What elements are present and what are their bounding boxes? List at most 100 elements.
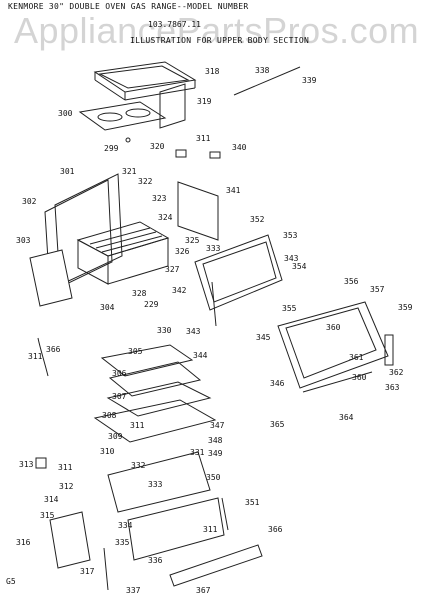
callout-303: 303 xyxy=(16,236,31,245)
callout-357: 357 xyxy=(370,285,385,294)
callout-360: 360 xyxy=(326,323,341,332)
part-317-leg xyxy=(103,547,109,591)
callout-345: 345 xyxy=(256,333,271,342)
part-burner-tray xyxy=(78,101,167,131)
part-366-hinge xyxy=(37,337,49,377)
model-number: 103.7867.11 xyxy=(148,20,201,29)
callout-353: 353 xyxy=(283,231,298,240)
callout-339: 339 xyxy=(302,76,317,85)
callout-311: 311 xyxy=(58,463,73,472)
callout-366: 366 xyxy=(268,525,283,534)
diagram-title: KENMORE 30" DOUBLE OVEN GAS RANGE--MODEL… xyxy=(8,2,249,11)
callout-337: 337 xyxy=(126,586,141,595)
callout-309: 309 xyxy=(108,432,123,441)
part-320-bracket xyxy=(175,149,187,158)
callout-365: 365 xyxy=(270,420,285,429)
part-cooktop-frame xyxy=(93,61,197,101)
callout-340: 340 xyxy=(232,143,247,152)
part-367-rail xyxy=(169,544,263,587)
part-313-bracket xyxy=(35,457,47,469)
part-316-side-panel xyxy=(49,511,91,569)
part-broiler-assembly xyxy=(100,344,212,417)
callout-335: 335 xyxy=(115,538,130,547)
callout-367: 367 xyxy=(196,586,211,595)
part-363-rail xyxy=(302,371,373,393)
callout-310: 310 xyxy=(100,447,115,456)
callout-306: 306 xyxy=(112,369,127,378)
callout-318: 318 xyxy=(205,67,220,76)
callout-355: 355 xyxy=(282,304,297,313)
callout-362: 362 xyxy=(389,368,404,377)
callout-313: 313 xyxy=(19,460,34,469)
part-362-bracket xyxy=(384,334,394,366)
callout-343: 343 xyxy=(284,254,299,263)
callout-332: 332 xyxy=(131,461,146,470)
callout-301: 301 xyxy=(60,167,75,176)
callout-333: 333 xyxy=(148,480,163,489)
part-351-rod xyxy=(221,497,229,531)
callout-312: 312 xyxy=(59,482,74,491)
callout-352: 352 xyxy=(250,215,265,224)
callout-360: 360 xyxy=(352,373,367,382)
callout-330: 330 xyxy=(157,326,172,335)
part-back-panel xyxy=(177,181,219,241)
callout-304: 304 xyxy=(100,303,115,312)
callout-300: 300 xyxy=(58,109,73,118)
callout-350: 350 xyxy=(206,473,221,482)
callout-324: 324 xyxy=(158,213,173,222)
part-343-rod xyxy=(211,281,217,327)
part-299-screw xyxy=(125,137,131,143)
watermark: AppliancePartsPros.com xyxy=(14,10,420,51)
callout-346: 346 xyxy=(270,379,285,388)
part-oven-box xyxy=(76,221,170,285)
callout-314: 314 xyxy=(44,495,59,504)
callout-349: 349 xyxy=(208,449,223,458)
callout-322: 322 xyxy=(138,177,153,186)
callout-364: 364 xyxy=(339,413,354,422)
part-top-side-panel xyxy=(159,83,186,129)
callout-317: 317 xyxy=(80,567,95,576)
callout-344: 344 xyxy=(193,351,208,360)
callout-320: 320 xyxy=(150,142,165,151)
callout-308: 308 xyxy=(102,411,117,420)
callout-338: 338 xyxy=(255,66,270,75)
part-rod xyxy=(233,66,301,96)
part-kick-panel xyxy=(107,451,225,561)
callout-354: 354 xyxy=(292,262,307,271)
callout-348: 348 xyxy=(208,436,223,445)
callout-311: 311 xyxy=(28,352,43,361)
callout-341: 341 xyxy=(226,186,241,195)
callout-356: 356 xyxy=(344,277,359,286)
callout-351: 351 xyxy=(245,498,260,507)
callout-359: 359 xyxy=(398,303,413,312)
callout-325: 325 xyxy=(185,236,200,245)
callout-334: 334 xyxy=(118,521,133,530)
callout-302: 302 xyxy=(22,197,37,206)
part-upper-door-frame xyxy=(194,234,283,311)
callout-327: 327 xyxy=(165,265,180,274)
callout-319: 319 xyxy=(197,97,212,106)
footer-code: G5 xyxy=(6,577,16,586)
callout-328: 328 xyxy=(132,289,147,298)
callout-363: 363 xyxy=(385,383,400,392)
callout-311: 311 xyxy=(130,421,145,430)
callout-321: 321 xyxy=(122,167,137,176)
callout-342: 342 xyxy=(172,286,187,295)
callout-315: 315 xyxy=(40,511,55,520)
part-bottom-tray xyxy=(93,399,217,443)
callout-361: 361 xyxy=(349,353,364,362)
callout-347: 347 xyxy=(210,421,225,430)
callout-343: 343 xyxy=(186,327,201,336)
part-oven-liner-panels xyxy=(29,173,123,307)
callout-323: 323 xyxy=(152,194,167,203)
part-340-clip xyxy=(209,151,221,159)
callout-316: 316 xyxy=(16,538,31,547)
callout-307: 307 xyxy=(112,392,127,401)
callout-336: 336 xyxy=(148,556,163,565)
part-lower-door xyxy=(277,301,389,389)
callout-331: 331 xyxy=(190,448,205,457)
callout-229: 229 xyxy=(144,300,159,309)
callout-305: 305 xyxy=(128,347,143,356)
callout-326: 326 xyxy=(175,247,190,256)
